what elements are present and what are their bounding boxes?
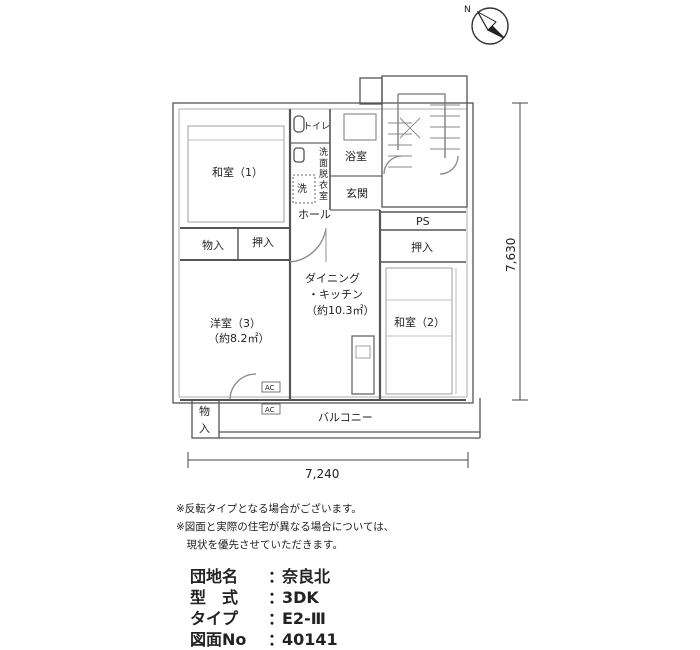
room-genkan: 玄関 <box>346 186 368 200</box>
room-monoire-small-top: 物 <box>199 404 210 418</box>
note-line: ※図面と実際の住宅が異なる場合については、 <box>176 521 395 533</box>
info-row-type: タイプ ： E2-Ⅲ <box>190 608 338 629</box>
info-colon: ： <box>268 630 285 649</box>
room-balcony: バルコニー <box>318 411 373 424</box>
room-youshitsu: 洋室（3） <box>210 316 261 330</box>
info-block: 団地名 ： 奈良北 型 式 ： 3DK タイプ ： E2-Ⅲ 図面No ： 40… <box>190 566 338 650</box>
info-value: 40141 <box>282 630 338 649</box>
room-monoire-small-bottom: 入 <box>199 422 210 435</box>
room-hall: ホール <box>298 208 331 221</box>
room-oshiire-2: 押入 <box>411 240 433 254</box>
room-senmen-char: 室 <box>319 190 328 202</box>
room-washitsu-2: 和室（2） <box>394 315 445 329</box>
compass-north-label: N <box>464 5 471 15</box>
room-senmen-char: 面 <box>319 158 328 169</box>
dimension-width: 7,240 <box>305 467 339 481</box>
room-dk-line2: ・キッチン <box>308 288 363 301</box>
room-oshiire-1: 押入 <box>252 235 274 249</box>
info-colon: ： <box>268 567 285 586</box>
room-dk-area: （約10.3㎡） <box>306 303 375 317</box>
info-colon: ： <box>268 609 285 628</box>
room-yokushitsu: 浴室 <box>345 149 367 163</box>
info-row-kata: 型 式 ： 3DK <box>190 587 338 608</box>
info-value: 3DK <box>282 588 319 607</box>
info-label: タイプ <box>190 609 239 628</box>
info-row-danchi: 団地名 ： 奈良北 <box>190 566 338 587</box>
room-senmen-char: 洗 <box>319 146 328 158</box>
room-washitsu-1: 和室（1） <box>212 165 263 179</box>
notes: ※反転タイプとなる場合がございます。 ※図面と実際の住宅が異なる場合については、… <box>176 500 394 554</box>
info-label: 型 式 <box>190 588 239 607</box>
dimension-height: 7,630 <box>504 238 518 272</box>
floor-plan: N 和室（1） トイレ 洗 浴室 玄関 ホール PS 物入 押入 押入 ダイニン… <box>172 5 528 481</box>
info-colon: ： <box>268 588 285 607</box>
note-line: 現状を優先させていただきます。 <box>176 539 343 551</box>
room-monoire: 物入 <box>202 238 224 252</box>
ac-label-1: AC <box>265 384 275 392</box>
info-row-zumen: 図面No ： 40141 <box>190 629 338 650</box>
note-line: ※反転タイプとなる場合がございます。 <box>176 503 362 515</box>
info-label: 団地名 <box>190 567 239 586</box>
room-youshitsu-area: （約8.2㎡） <box>208 331 270 345</box>
info-value: E2-Ⅲ <box>282 609 326 628</box>
info-label: 図面No <box>190 630 247 649</box>
room-ps: PS <box>416 215 430 228</box>
room-senmen-char: 脱 <box>319 168 328 180</box>
room-dk-line1: ダイニング <box>305 271 360 285</box>
ac-label-2: AC <box>265 406 275 414</box>
room-senmen-char: 衣 <box>319 179 328 191</box>
room-toilet: トイレ <box>303 122 330 132</box>
info-value: 奈良北 <box>282 567 331 586</box>
compass-icon <box>471 7 509 45</box>
room-sentaku: 洗 <box>297 183 307 195</box>
